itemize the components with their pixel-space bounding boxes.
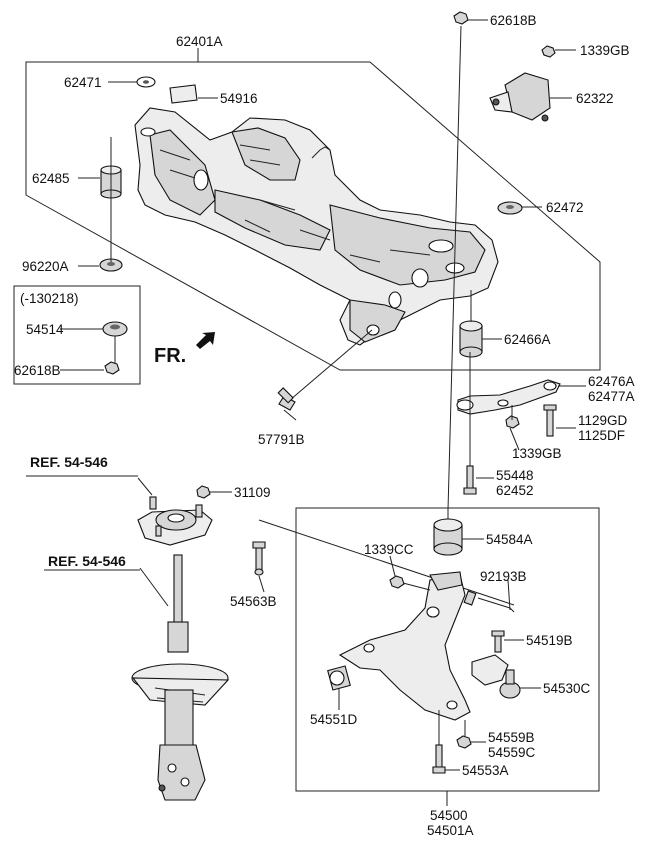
bolt-54519B	[491, 630, 505, 653]
bracket-62322	[489, 72, 551, 122]
bolt-54563B	[252, 541, 266, 576]
label-62618B-inset: 62618B	[14, 363, 61, 378]
ball-joint-54530C	[471, 654, 521, 699]
label-54563B: 54563B	[230, 594, 277, 609]
part-labels: 62401A 62471 54916 62485 96220A (-130218…	[14, 13, 635, 838]
label-62466A: 62466A	[504, 332, 551, 347]
bushing-54551D	[327, 665, 351, 691]
label-54584A: 54584A	[486, 532, 533, 547]
strut-assembly	[131, 554, 230, 801]
bushing-62466A	[459, 320, 483, 358]
label-62452: 62452	[496, 483, 534, 498]
stay-bracket-62476A	[456, 379, 561, 415]
bolt-55448	[463, 465, 477, 495]
crossmember-frame	[25, 48, 601, 371]
inset-box	[13, 285, 141, 385]
bolt-1129GD	[543, 404, 557, 437]
nut-31109	[196, 485, 211, 499]
label-62401A: 62401A	[176, 34, 223, 49]
nut-1339GB-mid	[505, 415, 520, 429]
label-1339GB-mid: 1339GB	[512, 446, 562, 461]
label-1125DF: 1125DF	[578, 428, 625, 443]
label-54553A: 54553A	[462, 763, 509, 778]
nut-62618B-inset	[104, 361, 120, 375]
label-55448: 55448	[496, 468, 534, 483]
front-arrow	[196, 332, 215, 349]
label-ref-upper: REF. 54-546	[30, 454, 108, 470]
label-62322: 62322	[576, 91, 614, 106]
leader-lines	[26, 19, 586, 771]
strut-mount-assembly	[137, 496, 213, 546]
label-54501A: 54501A	[427, 823, 474, 838]
label-54530C: 54530C	[543, 681, 591, 696]
label-62618B-top: 62618B	[490, 13, 537, 28]
label-62485: 62485	[32, 171, 70, 186]
label-1339CC: 1339CC	[364, 542, 414, 557]
label-54559C: 54559C	[488, 745, 536, 760]
label-54559B: 54559B	[488, 730, 535, 745]
bushing-54584A	[433, 518, 463, 556]
nut-1339GB-top	[541, 45, 556, 58]
label-96220A: 96220A	[22, 259, 69, 274]
label-54514: 54514	[26, 322, 64, 337]
bolt-57791B	[277, 329, 373, 411]
bolt-54553A	[432, 744, 446, 774]
nut-54559B	[456, 735, 472, 749]
label-62476A: 62476A	[588, 374, 635, 389]
label-130218: (-130218)	[20, 291, 79, 306]
label-1339GB-top: 1339GB	[580, 43, 630, 58]
label-1129GD: 1129GD	[578, 413, 628, 428]
label-92193B: 92193B	[480, 569, 527, 584]
label-62472: 62472	[546, 200, 584, 215]
label-57791B: 57791B	[258, 432, 305, 447]
lower-control-arm	[338, 571, 471, 721]
nut-1339CC	[389, 575, 405, 589]
label-fr: FR.	[154, 345, 186, 367]
label-54500: 54500	[430, 808, 468, 823]
label-54551D: 54551D	[310, 712, 358, 727]
cotter-pin-92193B	[463, 590, 515, 613]
pad-54916	[169, 84, 198, 104]
label-54916: 54916	[220, 91, 258, 106]
label-ref-lower: REF. 54-546	[48, 553, 126, 569]
label-62477A: 62477A	[588, 389, 635, 404]
label-31109: 31109	[234, 485, 271, 500]
nut-62618B-top	[453, 11, 469, 25]
front-subframe-crossmember	[134, 107, 499, 346]
label-62471: 62471	[64, 75, 102, 90]
label-54519B: 54519B	[526, 633, 573, 648]
